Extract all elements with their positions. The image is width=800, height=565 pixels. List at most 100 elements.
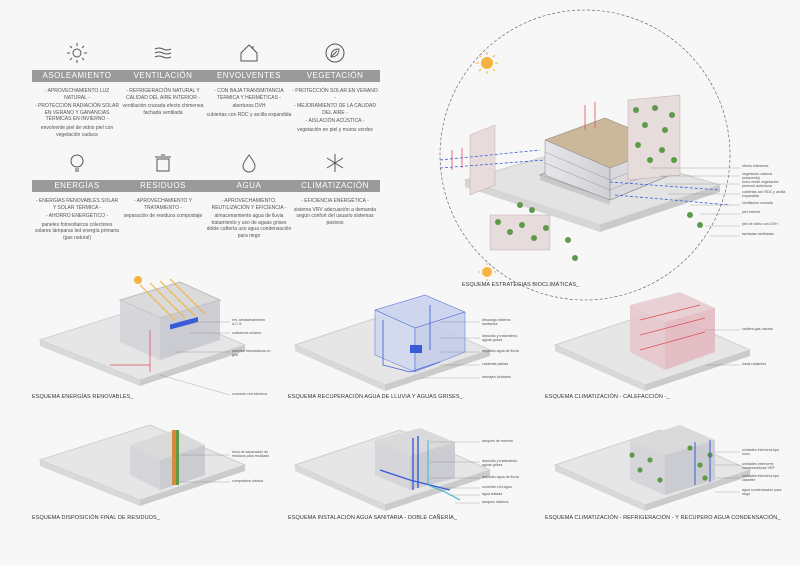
description-line: almacenamiento agua de lluvia tratamient… <box>206 213 292 239</box>
wind-icon <box>118 38 208 68</box>
description-line: cubiertas con RDC y arcilla expandida <box>206 111 292 118</box>
snowflake-sun-icon <box>290 148 380 178</box>
description-line: - MEJORAMIENTO DE LA CALIDAD DEL AIRE - <box>294 103 376 116</box>
residuos-diagram <box>38 424 247 506</box>
green-wall <box>627 94 681 181</box>
description-line: sistema VRV adecuación a demanda según c… <box>293 206 377 226</box>
energias-label: paneles fotovoltaicos on grid <box>232 349 271 358</box>
category-title: VENTILACIÓN <box>118 70 208 82</box>
sanitaria-diagram <box>293 428 492 511</box>
sun-path-circle <box>439 9 731 301</box>
description-line: - EFICIENCIA ENERGÉTICA - <box>301 198 369 204</box>
category-description: - CON BAJA TRANSMITANCIA TÉRMICA Y HERMÉ… <box>204 88 294 118</box>
lluvia-label: depósito y tratamiento aguas grises <box>482 334 518 343</box>
caption-bioclimatic: ESQUEMA ESTRATEGIAS BIOCLIMÁTICAS_ <box>462 282 580 288</box>
caption-calefaccion: ESQUEMA CLIMATIZACIÓN - CALEFACCIÓN -_ <box>545 394 670 400</box>
bioclimatic-label: fachadas ventiladas <box>742 232 774 236</box>
recycle-bin-icon <box>118 148 208 178</box>
green-wall <box>489 214 578 261</box>
refrigeracion-label: agua condensación para riego <box>742 488 782 497</box>
category-title: RESIDUOS <box>118 180 208 192</box>
description-line: separación de residuos compostaje <box>123 213 203 220</box>
bioclimatic-label: cubiertas con RDC y arcilla expandida <box>742 190 786 199</box>
caption-residuos: ESQUEMA DISPOSICIÓN FINAL DE RESIDUOS_ <box>32 515 160 521</box>
description-line: ventilación cruzada efecto chimenea fach… <box>122 103 204 116</box>
house-icon <box>204 38 294 68</box>
bioclimatic-label: ventilación cruzada <box>742 201 773 205</box>
category-description: - APROVECHAMIENTO Y TRATAMIENTO - separac… <box>118 198 208 220</box>
description-line: - PROTECCIÓN RADIACIÓN SOLAR EN VERANO Y… <box>35 103 119 123</box>
category-envolventes: ENVOLVENTES - CON BAJA TRANSMITANCIA TÉRM… <box>204 38 294 120</box>
description-line: - APROVECHAMIENTO, REUTILIZACIÓN Y EFICI… <box>211 198 287 211</box>
description-line: - APROVECHAMIENTO Y TRATAMIENTO - <box>133 198 193 211</box>
sanitaria-label: conexión red agua <box>482 485 512 489</box>
energias-label: conexión red eléctrica <box>232 392 267 396</box>
category-energias: ENERGÍAS - ENERGÍAS RENOVABLES SOLAR Y SO… <box>32 148 122 244</box>
bioclimatic-label: vegetación caduca (sotavento) <box>742 172 772 181</box>
refrigeracion-label: unidades interiores tipo cassette <box>742 474 780 483</box>
calefaccion-label: caldera gas natural <box>742 327 773 331</box>
category-residuos: RESIDUOS - APROVECHAMIENTO Y TRATAMIENTO … <box>118 148 208 222</box>
sanitaria-label: tanques de reserva <box>482 439 513 443</box>
description-line: - APROVECHAMIENTO LUZ NATURAL - <box>44 88 110 101</box>
sanitaria-label: agua tratada <box>482 492 503 496</box>
sun-icon <box>476 52 498 74</box>
lluvia-label: depósito agua de lluvia <box>482 349 519 353</box>
green-wall <box>469 124 496 196</box>
description-line: - AISLACIÓN ACÚSTICA - <box>305 118 365 125</box>
refrigeracion-diagram <box>553 425 752 511</box>
bioclimatic-label: muro verde vegetación perenne autóctona <box>742 180 779 189</box>
category-asoleamiento: ASOLEAMIENTO - APROVECHAMIENTO LUZ NATURA… <box>32 38 122 140</box>
description-line: paneles fotovoltaicos colectores solares… <box>35 221 119 241</box>
description-line: - REFRIGERACIÓN NATURAL Y CALIDAD DEL AI… <box>126 88 200 101</box>
category-title: VEGETACIÓN <box>290 70 380 82</box>
bioclimatic-diagram <box>439 9 740 301</box>
refrigeracion-label: unidades exteriores condensadoras VRF <box>742 462 775 471</box>
residuos-label: compostera urbana <box>232 479 263 483</box>
category-agua: AGUA- APROVECHAMIENTO, REUTILIZACIÓN Y E… <box>204 148 294 242</box>
description-line: - CON BAJA TRANSMITANCIA TÉRMICA Y HERMÉ… <box>214 88 284 101</box>
caption-energias: ESQUEMA ENERGÍAS RENOVABLES_ <box>32 394 134 400</box>
description-line: envolvente piel de vidrio piel con veget… <box>40 124 114 138</box>
bioclimatic-label: piel de vidrio con DVH <box>742 222 778 226</box>
bioclimatic-label: piel exterior <box>742 210 761 214</box>
lluvia-label: cubiertas planas <box>482 362 509 366</box>
refrigeracion-label: unidades interiores tipo muro <box>742 448 780 457</box>
category-ventilacion: VENTILACIÓN - REFRIGERACIÓN NATURAL Y CAL… <box>118 38 208 118</box>
category-title: CLIMATIZACIÓN <box>290 180 380 192</box>
category-description: - ENERGÍAS RENOVABLES SOLAR Y SOLAR TÉRM… <box>32 198 122 242</box>
energias-label: ext. almacenamiento A.C.S. <box>232 318 266 327</box>
description-line: - ENERGÍAS RENOVABLES SOLAR Y SOLAR TÉRM… <box>35 198 119 211</box>
lluvia-label: drenajes pluviales <box>482 375 511 379</box>
category-description: - PROTECCIÓN SOLAR EN VERANO - - MEJORAMI… <box>290 88 380 134</box>
caption-refrigeracion: ESQUEMA CLIMATIZACIÓN - REFRIGERACIÓN - … <box>545 515 781 521</box>
leaf-icon <box>290 38 380 68</box>
lluvia-diagram <box>293 294 492 391</box>
category-description: - APROVECHAMIENTO LUZ NATURAL - - PROTECC… <box>32 88 122 138</box>
description-line: - PROTECCIÓN SOLAR EN VERANO - <box>292 88 378 101</box>
energias-diagram <box>38 276 247 396</box>
description-line: vegetación en piel y muros verdes <box>297 126 373 133</box>
category-climatizacion: CLIMATIZACIÓN - EFICIENCIA ENERGÉTICA - si… <box>290 148 380 228</box>
category-title: ENVOLVENTES <box>204 70 294 82</box>
calefaccion-label: losas radiantes <box>742 362 767 366</box>
caption-lluvia: ESQUEMA RECUPERACIÓN AGUA DE LLUVIA Y AG… <box>288 394 463 400</box>
calefaccion-diagram <box>553 292 752 391</box>
sun-icon <box>478 263 496 281</box>
category-title: ENERGÍAS <box>32 180 122 192</box>
category-description: - APROVECHAMIENTO, REUTILIZACIÓN Y EFICI… <box>204 198 294 240</box>
lluvia-label: descarga cisterna sanitarios <box>482 318 511 327</box>
residuos-label: tolva de separación de residuos para rec… <box>232 450 270 459</box>
energias-label: colectores solares <box>232 331 261 335</box>
caption-sanitaria: ESQUEMA INSTALACIÓN AGUA SANITARIA - DOB… <box>288 515 458 521</box>
sanitaria-label: tanques cisterna <box>482 500 509 504</box>
sanitaria-label: depósito y tratamiento aguas grises <box>482 459 518 468</box>
description-line: aberturas DVH <box>232 103 266 110</box>
description-line: - AHORRO ENERGÉTICO - <box>45 213 109 220</box>
category-vegetacion: VEGETACIÓN - PROTECCIÓN SOLAR EN VERANO -… <box>290 38 380 136</box>
sun-icon <box>32 38 122 68</box>
bioclimatic-label: efecto chimenea <box>742 164 769 168</box>
category-title: ASOLEAMIENTO <box>32 70 122 82</box>
sanitaria-label: depósito agua de lluvia <box>482 475 519 479</box>
